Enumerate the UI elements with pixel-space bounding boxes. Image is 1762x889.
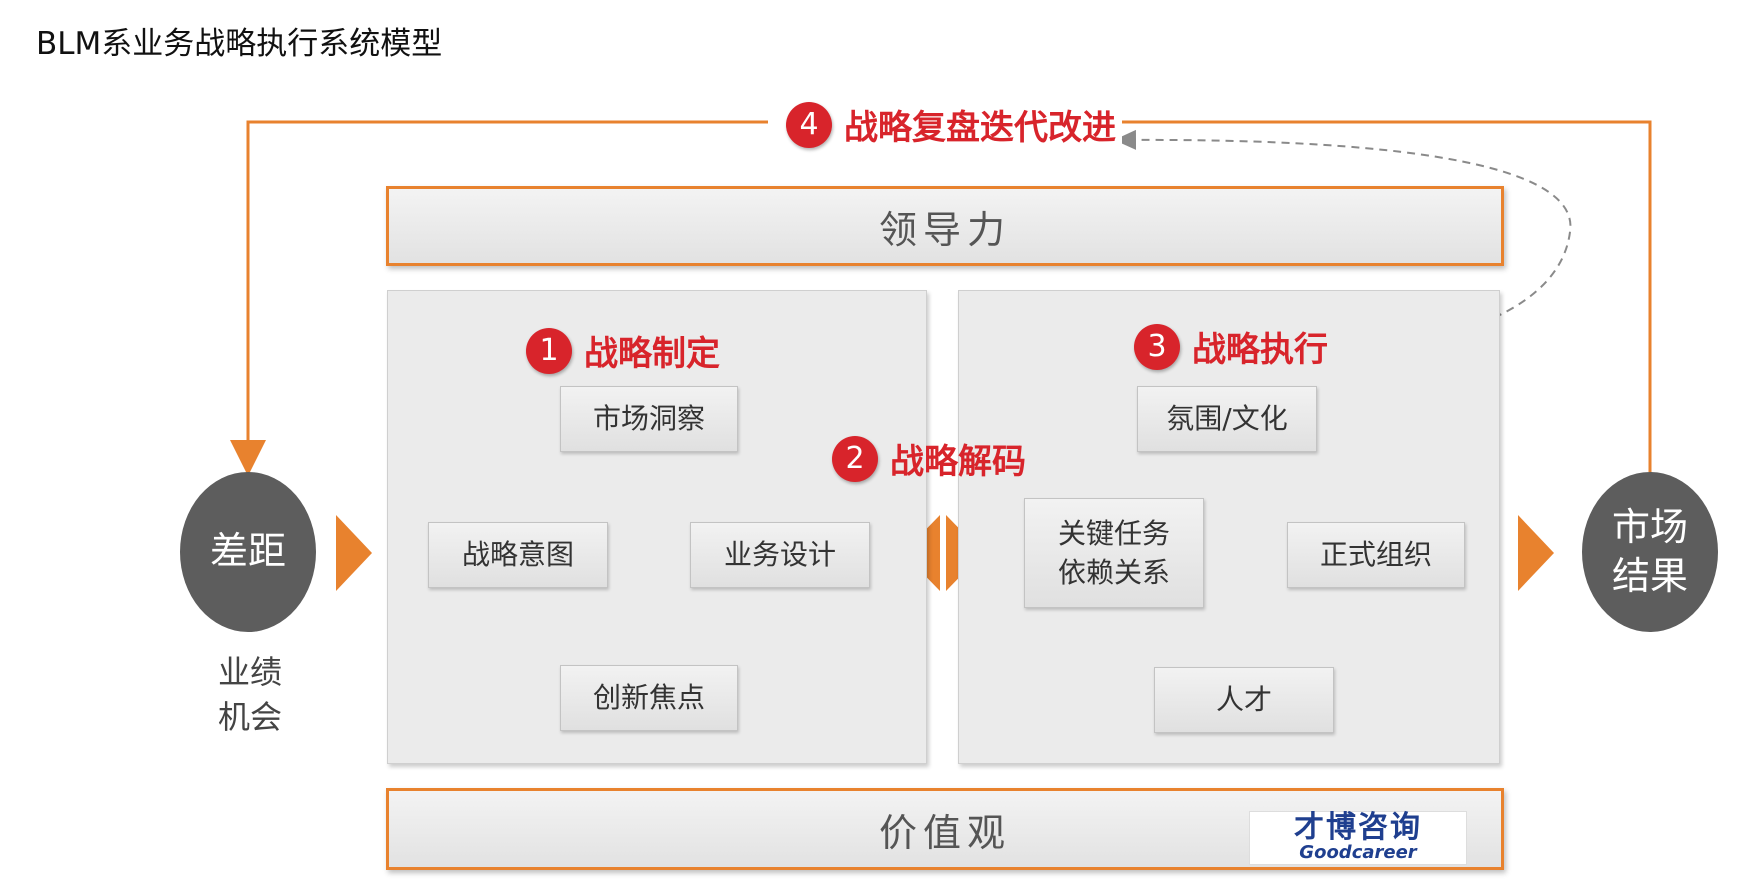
logo-chinese-text: 才博咨询 — [1294, 810, 1422, 845]
step-number-badge: 1 — [526, 327, 572, 374]
page-title: BLM系业务战略执行系统模型 — [36, 26, 443, 62]
node-formal-organization: 正式组织 — [1287, 522, 1465, 588]
step-3-strategy-execution: 3 战略执行 — [1134, 322, 1328, 371]
node-innovation-focus: 创新焦点 — [560, 665, 738, 731]
feedback-loop-line — [248, 120, 1652, 472]
market-result-circle: 市场 结果 — [1582, 472, 1718, 632]
node-climate-culture: 氛围/文化 — [1137, 386, 1317, 452]
performance-opportunity-label: 业绩 机会 — [217, 653, 282, 736]
step-label: 战略制定 — [584, 334, 720, 374]
step-number-badge: 2 — [832, 435, 878, 482]
step-2-strategy-decoding: 2 战略解码 — [832, 434, 1026, 483]
logo-english-text: Goodcareer — [1299, 842, 1417, 863]
gap-circle: 差距 — [180, 472, 316, 632]
step-label: 战略执行 — [1192, 330, 1328, 370]
step-number-badge: 3 — [1134, 323, 1180, 370]
step-label: 战略复盘迭代改进 — [844, 108, 1116, 148]
flow-arrow-execution-to-result — [1518, 515, 1554, 591]
node-critical-tasks: 关键任务 依赖关系 — [1024, 498, 1204, 608]
goodcareer-logo: 才博咨询 Goodcareer — [1250, 812, 1466, 864]
node-business-design: 业务设计 — [690, 522, 870, 588]
flow-arrow-gap-to-strategy — [336, 515, 372, 591]
step-number-badge: 4 — [786, 101, 832, 148]
node-market-insight: 市场洞察 — [560, 386, 738, 452]
leadership-bar: 领导力 — [386, 186, 1504, 266]
step-1-strategy-formulation: 1 战略制定 — [526, 326, 720, 375]
node-strategic-intent: 战略意图 — [428, 522, 608, 588]
step-4-review-iteration: 4 战略复盘迭代改进 — [780, 100, 1122, 149]
step-label: 战略解码 — [890, 442, 1026, 482]
node-talent: 人才 — [1154, 667, 1334, 733]
